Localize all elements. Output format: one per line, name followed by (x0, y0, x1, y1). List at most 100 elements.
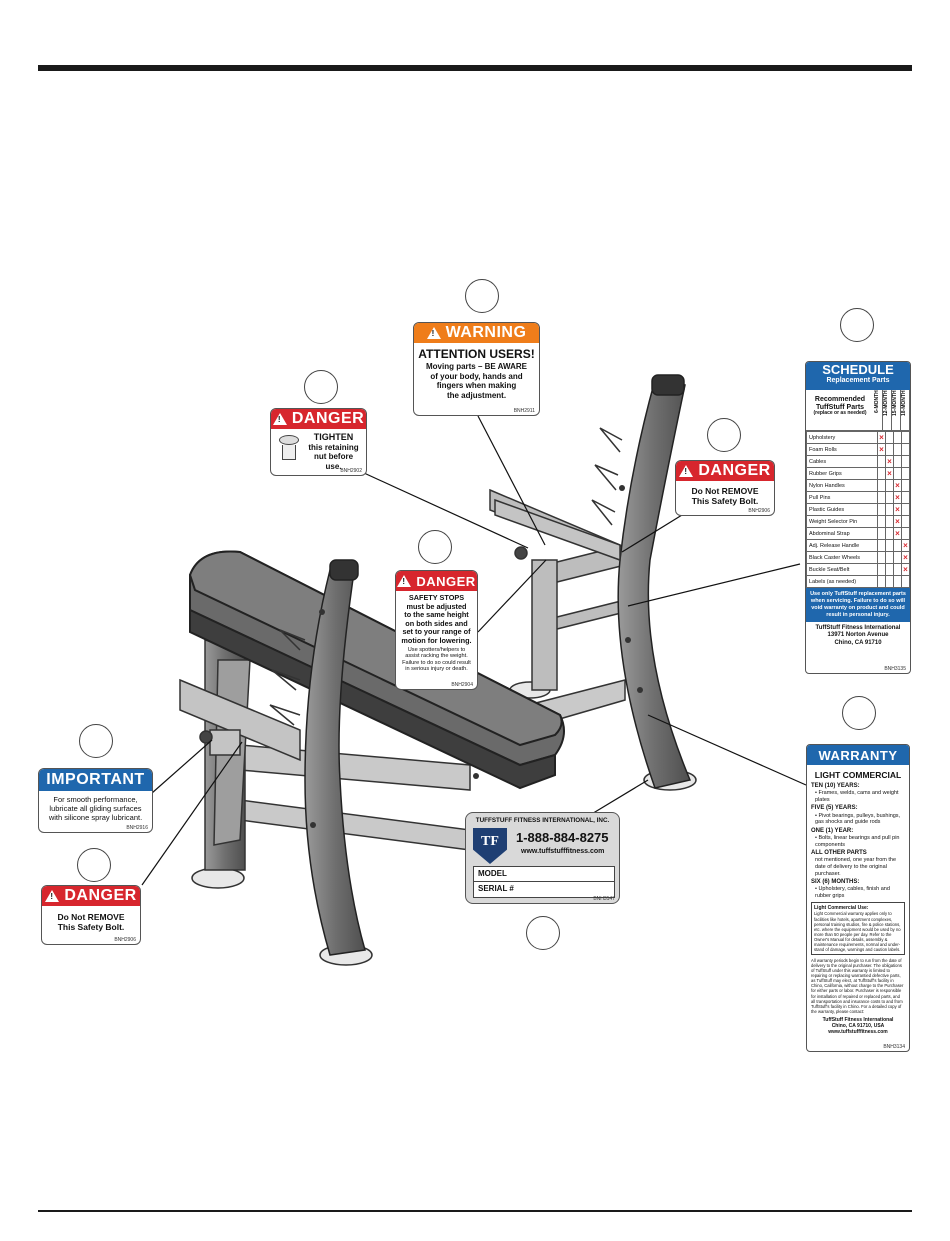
schedule-part-name: Foam Rolls (806, 443, 878, 456)
danger-header: ! DANGER (396, 571, 477, 591)
warranty-box: Light Commercial Use: Light Commercial w… (811, 902, 905, 955)
part-number: BNH2906 (748, 508, 770, 514)
warranty-section-head: ALL OTHER PARTS (811, 850, 867, 857)
schedule-cell (877, 503, 886, 516)
danger-header: ! DANGER (676, 461, 774, 481)
schedule-cell (877, 539, 886, 552)
warranty-fine-print: All warranty periods begin to run from t… (811, 957, 904, 1014)
schedule-label: SCHEDULE Replacement Parts Recommended T… (805, 361, 911, 674)
callout-circle (465, 279, 499, 313)
warning-triangle-icon: ! (426, 327, 441, 339)
warranty-section-head: FIVE (5) YEARS: (811, 805, 858, 812)
part-number: BNH2916 (126, 825, 148, 831)
schedule-row: Black Caster Wheels× (806, 551, 910, 564)
schedule-address: TuffStuff Fitness International 13971 No… (815, 624, 901, 646)
replace-mark-icon: × (893, 515, 902, 528)
replace-mark-icon: × (893, 503, 902, 516)
schedule-cell (893, 551, 902, 564)
schedule-row: Abdominal Strap× (806, 527, 910, 540)
schedule-header: SCHEDULE Replacement Parts (806, 362, 910, 390)
warranty-address: TuffStuff Fitness International Chino, C… (822, 1017, 894, 1036)
schedule-cell (901, 443, 910, 456)
schedule-cell (877, 563, 886, 576)
warranty-section: SIX (6) MONTHS: • Upholstery, cables, fi… (811, 879, 905, 899)
replace-mark-icon: × (901, 563, 910, 576)
warranty-section-head: TEN (10) YEARS: (811, 783, 860, 789)
schedule-cell (901, 527, 910, 540)
part-number: BNH3134 (883, 1044, 905, 1050)
schedule-part-name: Buckle Seat/Belt (806, 563, 878, 576)
callout-circle (418, 530, 452, 564)
part-number: BNH2904 (451, 682, 473, 688)
warranty-title: LIGHT COMMERCIAL (814, 770, 902, 780)
warranty-label: WARRANTY LIGHT COMMERCIAL TEN (10) YEARS… (806, 744, 910, 1052)
warranty-section: TEN (10) YEARS: • Frames, welds, cams an… (811, 783, 905, 803)
schedule-cell (893, 431, 902, 444)
schedule-cell (901, 515, 910, 528)
warning-label: ! WARNING ATTENTION USERS! Moving parts … (413, 322, 540, 416)
serial-plate: TUFFSTUFF FITNESS INTERNATIONAL, INC. TF… (465, 812, 620, 904)
replace-mark-icon: × (885, 455, 894, 468)
schedule-cell (885, 503, 894, 516)
schedule-row: Plastic Guides× (806, 503, 910, 516)
warranty-section-text: • Upholstery, cables, finish and rubber … (815, 886, 890, 899)
part-number: BNH2902 (340, 468, 362, 474)
schedule-row: Adj. Release Handle× (806, 539, 910, 552)
schedule-cell (885, 551, 894, 564)
schedule-row: Rubber Grips× (806, 467, 910, 480)
serial-company: TUFFSTUFF FITNESS INTERNATIONAL, INC. (475, 817, 610, 824)
schedule-cell (893, 467, 902, 480)
schedule-cell (885, 431, 894, 444)
schedule-cell (901, 575, 910, 588)
schedule-cell (901, 503, 910, 516)
part-number: BNH3135 (884, 666, 906, 672)
schedule-part-name: Adj. Release Handle (806, 539, 878, 552)
warranty-section-head: SIX (6) MONTHS: (811, 879, 860, 886)
nut-icon (279, 435, 299, 460)
schedule-part-name: Upholstery (806, 431, 878, 444)
left-jhook (179, 678, 301, 762)
callout-circle (304, 370, 338, 404)
leader-lines (141, 415, 807, 886)
right-upright (591, 374, 692, 789)
callout-circle (842, 696, 876, 730)
callout-circle (77, 848, 111, 882)
bottom-rule (38, 1210, 912, 1212)
schedule-cell (877, 479, 886, 492)
bench-pad (188, 550, 565, 790)
warranty-section: ALL OTHER PARTS not mentioned, one year … (811, 850, 905, 877)
schedule-cell (877, 527, 886, 540)
schedule-table: Upholstery×Foam Rolls×Cables×Rubber Grip… (806, 431, 910, 588)
replace-mark-icon: × (893, 479, 902, 492)
warranty-section-text: • Pivot bearings, pulleys, bushings, gas… (815, 812, 901, 826)
bolts (310, 485, 643, 828)
schedule-cell (901, 455, 910, 468)
schedule-row: Buckle Seat/Belt × (806, 563, 910, 576)
schedule-cell (885, 539, 894, 552)
schedule-cell (901, 491, 910, 504)
model-field: MODEL (474, 867, 614, 882)
warning-header: ! WARNING (414, 323, 539, 343)
schedule-cell (877, 467, 886, 480)
schedule-cell (885, 443, 894, 456)
warranty-section-text: • Frames, welds, cams and weight plates (815, 790, 899, 803)
schedule-cell (885, 527, 894, 540)
warranty-section-text: not mentioned, one year from the date of… (815, 857, 897, 877)
schedule-columns: 6-MONTH 12-MONTH 15-MONTH 18-MONTH (874, 390, 910, 430)
danger-bolt-label-right: ! DANGER Do Not REMOVE This Safety Bolt.… (675, 460, 775, 516)
tuffstuff-logo-icon: TF (473, 828, 507, 864)
callout-circle (79, 724, 113, 758)
schedule-row: Upholstery× (806, 431, 910, 444)
warranty-section: ONE (1) YEAR: • Bolts, linear bearings a… (811, 828, 905, 848)
schedule-row: Cables × (806, 455, 910, 468)
warranty-sections: TEN (10) YEARS: • Frames, welds, cams an… (807, 780, 909, 899)
schedule-part-name: Rubber Grips (806, 467, 878, 480)
schedule-part-name: Cables (806, 455, 878, 468)
callout-circle (526, 916, 560, 950)
danger-triangle-icon: ! (397, 575, 412, 587)
schedule-cell (885, 479, 894, 492)
schedule-cell (893, 539, 902, 552)
right-jhook (494, 498, 621, 562)
schedule-notice: Use only TuffStuff replacement parts whe… (806, 588, 910, 622)
important-header: IMPORTANT (39, 769, 152, 791)
